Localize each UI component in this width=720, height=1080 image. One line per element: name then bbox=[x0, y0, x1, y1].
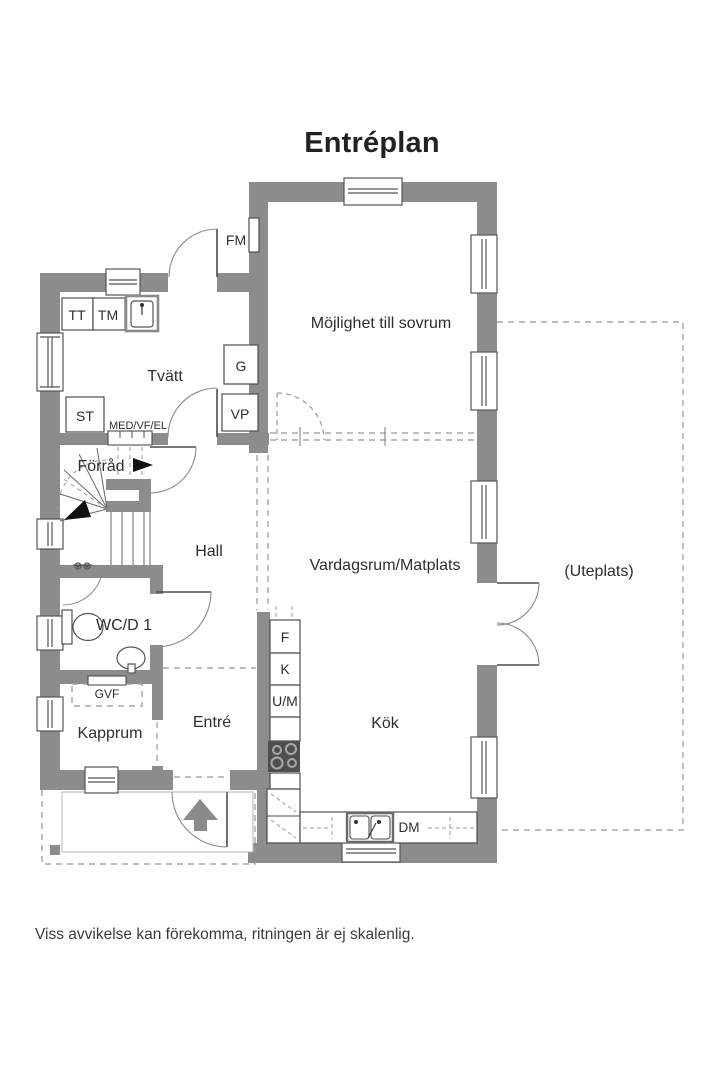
optional-door bbox=[276, 392, 325, 441]
window bbox=[36, 696, 64, 732]
room-label-cloakroom: Kapprum bbox=[78, 725, 143, 742]
door bbox=[149, 446, 197, 494]
window bbox=[470, 234, 498, 294]
room-label-entrance: Entré bbox=[193, 714, 231, 731]
wall bbox=[150, 578, 163, 594]
room-label-storage: Förråd bbox=[77, 457, 124, 475]
shower-mixer-icon bbox=[73, 562, 92, 570]
fixture-label-oven-micro: U/M bbox=[272, 693, 298, 709]
disclaimer-text: Viss avvikelse kan förekomma, ritningen … bbox=[35, 926, 415, 943]
wc-fixtures bbox=[61, 562, 146, 686]
labels: Möjlighet till sovrum Vardagsrum/Matplat… bbox=[68, 232, 633, 835]
porch-post bbox=[50, 845, 60, 855]
window bbox=[36, 615, 64, 651]
staircase bbox=[57, 447, 153, 565]
front-door bbox=[171, 791, 228, 848]
stove-icon bbox=[268, 741, 300, 772]
wall bbox=[106, 479, 151, 490]
window bbox=[84, 766, 119, 794]
entrance-porch bbox=[41, 790, 256, 865]
fixture-label-fridge: K bbox=[280, 661, 290, 677]
room-label-hall: Hall bbox=[195, 543, 223, 560]
window bbox=[343, 177, 403, 206]
shower-curtain bbox=[62, 564, 104, 606]
door bbox=[167, 387, 218, 438]
fixture-label-exhaust-module: FM bbox=[226, 232, 246, 248]
patio-double-door bbox=[496, 582, 540, 666]
stairs-direction-arrow-icon bbox=[133, 458, 153, 472]
radiator bbox=[87, 675, 127, 686]
door bbox=[168, 228, 218, 278]
window bbox=[36, 332, 64, 392]
wall bbox=[106, 501, 140, 512]
patio-outline bbox=[497, 321, 684, 831]
page-title: Entréplan bbox=[304, 127, 440, 159]
fixture-label-gvf: GVF bbox=[95, 687, 120, 701]
fixture-label-dryer: TT bbox=[68, 307, 86, 323]
cleaning-closet-box bbox=[65, 396, 105, 433]
wall bbox=[139, 479, 151, 512]
north-arrow-icon bbox=[183, 799, 218, 831]
room-label-laundry: Tvätt bbox=[147, 368, 183, 385]
wall bbox=[58, 565, 163, 578]
fixture-label-med-vf-el: MED/VF/EL bbox=[109, 420, 167, 432]
window bbox=[470, 736, 498, 799]
door bbox=[155, 591, 212, 648]
wall bbox=[152, 766, 163, 790]
wall bbox=[40, 273, 255, 292]
room-label-bedroom-option: Möjlighet till sovrum bbox=[311, 315, 451, 332]
wall bbox=[217, 433, 269, 445]
room-label-wc: WC/D 1 bbox=[96, 617, 152, 634]
wall bbox=[150, 645, 163, 670]
kitchen-fixtures bbox=[266, 606, 478, 844]
doors bbox=[149, 228, 540, 848]
window bbox=[36, 518, 64, 550]
window bbox=[470, 480, 498, 544]
fm-unit bbox=[248, 217, 260, 253]
room-label-patio: (Uteplats) bbox=[564, 563, 633, 580]
fixture-label-freezer: F bbox=[281, 629, 290, 645]
window bbox=[105, 268, 141, 296]
wall bbox=[152, 684, 163, 720]
laundry-sink-icon bbox=[124, 294, 160, 333]
fixture-label-dishwasher: DM bbox=[399, 820, 420, 835]
fixture-label-cleaning-closet: ST bbox=[76, 408, 94, 424]
wall-openings bbox=[168, 272, 498, 791]
window bbox=[470, 351, 498, 411]
laundry-fixtures bbox=[61, 217, 260, 446]
fixture-label-wardrobe: G bbox=[236, 358, 247, 374]
fixture-label-heat-pump: VP bbox=[231, 406, 250, 422]
med-vf-el-hatch bbox=[107, 430, 153, 446]
room-label-living: Vardagsrum/Matplats bbox=[310, 557, 461, 574]
toilet-icon bbox=[61, 609, 104, 645]
cabinet bbox=[269, 772, 301, 790]
kitchen-sink-icon bbox=[345, 811, 395, 844]
heat-pump-box bbox=[221, 393, 259, 432]
fixture-label-washer: TM bbox=[98, 307, 118, 323]
wall-ticks bbox=[299, 427, 386, 446]
fridge-box bbox=[269, 652, 301, 686]
cabinet bbox=[269, 716, 301, 742]
stairs-down-arrow-icon bbox=[64, 500, 91, 520]
wash-basin-icon bbox=[116, 646, 146, 674]
wardrobe-box bbox=[223, 344, 259, 385]
room-label-kitchen: Kök bbox=[371, 715, 400, 732]
